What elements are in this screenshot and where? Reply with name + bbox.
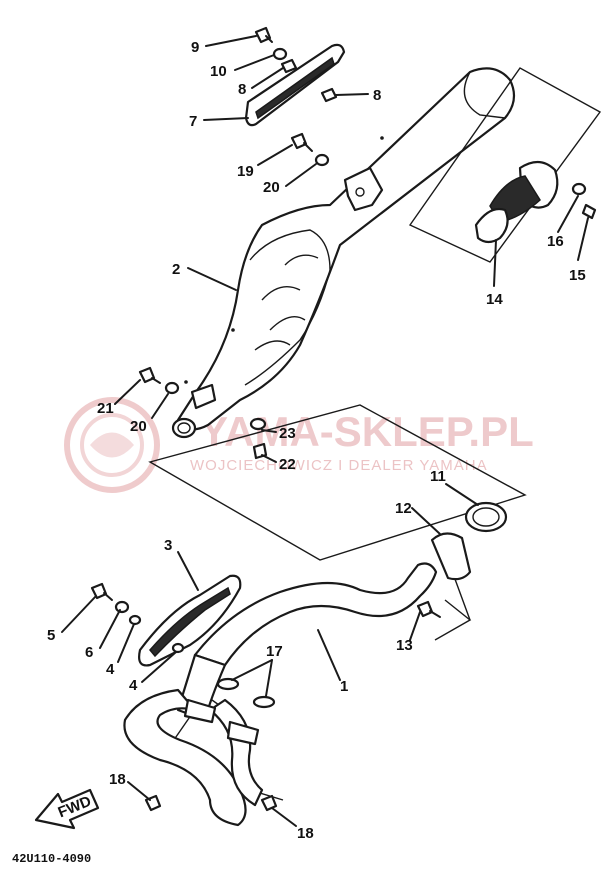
label-part-9: 9 <box>191 39 199 56</box>
fasteners-upper <box>138 26 338 460</box>
exhaust-pipe <box>123 501 508 827</box>
label-part-19: 19 <box>237 163 254 180</box>
heat-protector-upper <box>244 43 346 127</box>
label-part-22: 22 <box>279 456 296 473</box>
label-part-12: 12 <box>395 500 412 517</box>
label-part-7: 7 <box>189 113 197 130</box>
fasteners-lower <box>90 582 185 654</box>
watermark-logo <box>64 397 160 493</box>
label-part-20: 20 <box>130 418 147 435</box>
label-part-6: 6 <box>85 644 93 661</box>
label-part-8: 8 <box>238 81 246 98</box>
label-part-8: 8 <box>373 87 381 104</box>
label-part-18: 18 <box>297 825 314 842</box>
label-part-13: 13 <box>396 637 413 654</box>
label-part-23: 23 <box>279 425 296 442</box>
label-part-17: 17 <box>266 643 283 660</box>
part-labels: 9 10 8 8 7 19 20 2 21 20 23 22 14 16 15 … <box>47 39 586 842</box>
watermark-subtitle: WOJCIECHOWICZ I DEALER YAMAHA <box>190 457 488 474</box>
watermark-title: YAMA-SKLEP.PL <box>200 408 534 455</box>
label-part-16: 16 <box>547 233 564 250</box>
muffler <box>171 67 516 439</box>
fwd-arrow: FWD <box>34 788 100 830</box>
label-part-4: 4 <box>129 677 138 694</box>
drawing-code: 42U110-4090 <box>12 852 91 866</box>
label-part-18: 18 <box>109 771 126 788</box>
label-part-2: 2 <box>172 261 180 278</box>
label-part-21: 21 <box>97 400 114 417</box>
label-part-4: 4 <box>106 661 115 678</box>
label-part-11: 11 <box>430 468 446 485</box>
label-part-20: 20 <box>263 179 280 196</box>
label-part-3: 3 <box>164 537 172 554</box>
watermark: YAMA-SKLEP.PL WOJCIECHOWICZ I DEALER YAM… <box>64 397 534 493</box>
tail-pipe-assembly <box>408 67 602 263</box>
label-part-14: 14 <box>486 291 503 308</box>
label-part-1: 1 <box>340 678 348 695</box>
label-part-15: 15 <box>569 267 586 284</box>
leader-lines <box>61 35 589 827</box>
heat-protector-lower <box>138 574 242 667</box>
label-part-5: 5 <box>47 627 55 644</box>
label-part-10: 10 <box>210 63 227 80</box>
